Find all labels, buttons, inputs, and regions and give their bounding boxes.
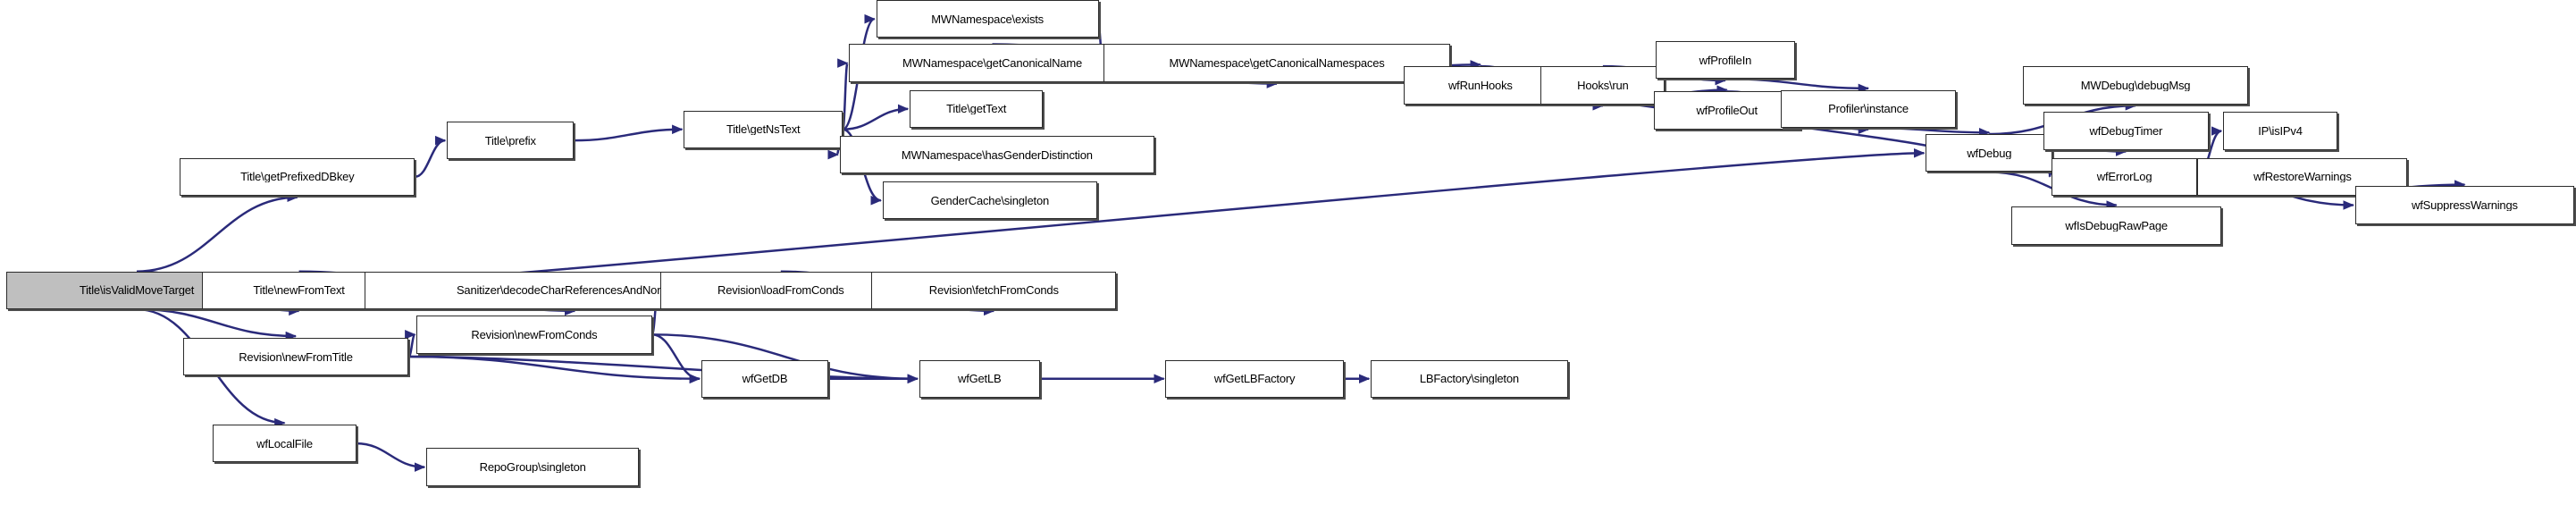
graph-node-wfLocalFile[interactable]: wfLocalFile [213,424,357,463]
graph-node-mwnsGetCanonicalNamespaces[interactable]: MWNamespace\getCanonicalNamespaces [1103,44,1451,82]
graph-node-label: Title\getPrefixedDBkey [240,171,355,183]
graph-edge-getNsText-to-mwnsGetCanonicalName [836,58,849,131]
graph-node-label: MWDebug\debugMsg [2080,79,2191,91]
graph-node-newFromTitle[interactable]: Revision\newFromTitle [182,337,409,376]
graph-node-wfGetLB[interactable]: wfGetLB [919,359,1040,398]
graph-node-label: Revision\fetchFromConds [928,284,1059,297]
graph-node-label: Title\getText [946,103,1007,115]
graph-node-wfIsDebugRawPage[interactable]: wfIsDebugRawPage [2011,206,2222,245]
graph-node-wfDebugTimer[interactable]: wfDebugTimer [2043,112,2209,150]
graph-node-wfErrorLog[interactable]: wfErrorLog [2051,157,2198,196]
graph-node-label: GenderCache\singleton [930,194,1050,206]
graph-node-lbFactorySingleton[interactable]: LBFactory\singleton [1371,359,1568,398]
graph-node-label: MWNamespace\hasGenderDistinction [901,148,1093,161]
graph-node-label: RepoGroup\singleton [479,461,586,474]
graph-node-label: wfErrorLog [2096,171,2152,183]
graph-node-label: wfRunHooks [1447,79,1513,91]
graph-node-label: MWNamespace\getCanonicalNamespaces [1169,57,1385,70]
graph-node-label: wfLocalFile [256,437,313,450]
graph-edge-prefix-to-getNsText [574,124,684,142]
graph-node-wfGetLBFactory[interactable]: wfGetLBFactory [1165,359,1344,398]
graph-node-label: wfSuppressWarnings [2412,199,2518,212]
graph-node-getPrefixedDBkey[interactable]: Title\getPrefixedDBkey [180,157,415,196]
graph-edge-wfProfileIn-to-profilerInstance [1724,78,1870,94]
graph-node-wfSuppressWarnings[interactable]: wfSuppressWarnings [2354,186,2575,224]
graph-edge-newFromTitle-to-wfGetDB [408,355,701,384]
graph-node-label: Revision\loadFromConds [717,284,844,297]
graph-node-label: IP\isIPv4 [2258,125,2303,138]
graph-node-fetchFromConds[interactable]: Revision\fetchFromConds [871,271,1117,310]
graph-edge-getPrefixedDBkey-to-prefix [415,135,447,178]
graph-node-mwnsGetCanonicalName[interactable]: MWNamespace\getCanonicalName [849,44,1136,82]
graph-node-label: wfProfileOut [1696,105,1758,117]
graph-edge-isValidMoveTarget-to-getPrefixedDBkey [137,192,298,273]
graph-node-genderCacheSingleton[interactable]: GenderCache\singleton [882,181,1097,220]
graph-node-label: Profiler\instance [1828,103,1909,115]
graph-node-wfGetDB[interactable]: wfGetDB [701,359,829,398]
graph-node-label: Title\isValidMoveTarget [79,284,195,297]
graph-edge-isValidMoveTarget-to-newFromTitle [137,307,298,341]
graph-node-label: wfDebugTimer [2089,125,2163,138]
graph-node-label: wfRestoreWarnings [2253,171,2352,183]
graph-node-label: wfProfileIn [1699,54,1752,66]
graph-node-label: Hooks\run [1577,79,1629,91]
graph-node-wfProfileOut[interactable]: wfProfileOut [1653,91,1800,130]
graph-edge-wfLocalFile-to-repoGroupSingleton [356,442,426,472]
graph-node-label: wfGetLB [958,373,1002,385]
graph-node-label: wfGetDB [742,373,788,385]
graph-node-label: wfIsDebugRawPage [2065,219,2168,231]
graph-node-label: Revision\newFromTitle [239,350,353,363]
graph-node-hooksRun[interactable]: Hooks\run [1540,66,1666,105]
graph-node-loadFromConds[interactable]: Revision\loadFromConds [659,271,902,310]
graph-node-label: MWNamespace\exists [931,13,1044,25]
graph-node-wfDebug[interactable]: wfDebug [1926,134,2053,173]
graph-node-hasGenderDistinction[interactable]: MWNamespace\hasGenderDistinction [839,135,1154,174]
graph-node-wfRunHooks[interactable]: wfRunHooks [1404,66,1557,105]
graph-node-mwDebugDebugMsg[interactable]: MWDebug\debugMsg [2022,66,2249,105]
graph-node-label: wfGetLBFactory [1213,373,1296,385]
graph-node-label: wfDebug [1967,147,2012,159]
graph-node-label: Revision\newFromConds [471,328,598,341]
graph-node-label: Title\prefix [484,134,536,147]
graph-node-ipIsIPv4[interactable]: IP\isIPv4 [2222,112,2338,150]
graph-node-wfProfileIn[interactable]: wfProfileIn [1655,40,1796,80]
graph-node-label: Title\newFromText [253,284,345,297]
graph-node-label: MWNamespace\getCanonicalName [902,57,1082,70]
graph-edge-isValidMoveTarget-to-wfDebug [266,147,1926,292]
graph-node-prefix[interactable]: Title\prefix [447,121,575,160]
graph-edge-newFromTitle-to-newFromConds [405,330,416,358]
graph-node-repoGroupSingleton[interactable]: RepoGroup\singleton [425,448,640,486]
graph-edge-profilerInstance-to-wfDebug [1868,126,1991,138]
graph-node-newFromConds[interactable]: Revision\newFromConds [416,316,652,354]
graph-node-getText[interactable]: Title\getText [909,89,1044,129]
graph-node-label: LBFactory\singleton [1419,373,1519,385]
graph-node-mwnsExists[interactable]: MWNamespace\exists [876,0,1099,38]
graph-edge-newFromConds-to-wfGetDB [651,333,701,384]
graph-node-profilerInstance[interactable]: Profiler\instance [1781,89,1956,129]
graph-edge-getNsText-to-getText [843,104,910,131]
graph-edge-newFromTitle-to-wfGetLB [408,355,919,384]
graph-node-label: Title\getNsText [726,123,801,136]
graph-node-getNsText[interactable]: Title\getNsText [684,110,843,148]
